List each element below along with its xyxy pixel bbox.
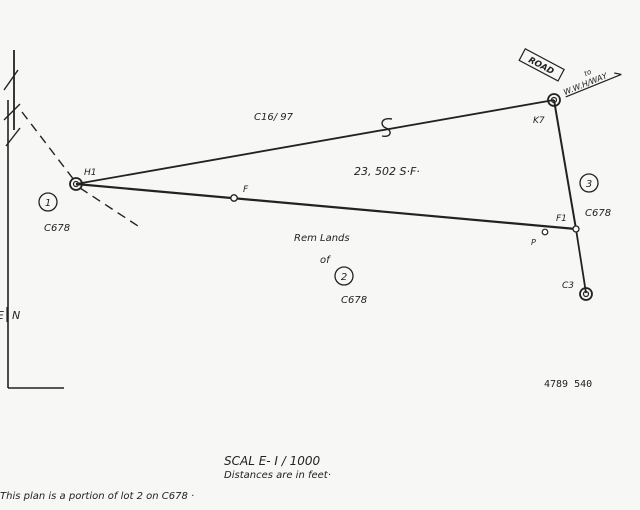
point-k7-marker [547,93,561,107]
lot-2-circle [334,266,354,286]
scale-label: SCAL E- I / 1000 [224,454,321,468]
lot-2-line1: Rem Lands [294,233,350,244]
file-number: 4789 540 [544,379,592,390]
lot-2-number: 2 [341,272,347,283]
point-h1-label: H1 [84,168,97,178]
north-arrow-tick-3 [5,127,21,147]
boundary-f1-c3 [575,228,587,294]
lot-2-line2: of [320,255,331,266]
point-f1-marker [572,225,580,233]
footer-note: This plan is a portion of lot 2 on C678 … [0,491,194,502]
lot-3-circle [579,173,599,193]
point-c3-marker [579,287,593,301]
point-p-marker [541,228,549,236]
lot-1-circle [38,192,58,212]
distances-note: Distances are in feet· [224,470,331,481]
point-f-label: F [243,185,249,195]
area-label: 23, 502 S·F· [354,165,420,178]
boundary-k7-f1 [553,99,577,230]
point-f1-label: F1 [556,214,567,224]
point-f-marker [230,194,238,202]
lot-3-ref: C678 [585,208,611,219]
boundary-h1-k7 [75,99,555,185]
lot-1-ref: C678 [44,223,70,234]
north-left-letter: E [0,309,4,322]
lot-1-number: 1 [45,198,51,209]
road-label: ROAD [526,55,555,77]
point-p-label: P [531,238,536,247]
dashed-boundary-lower [79,187,139,227]
boundary-ref-label: C16/ 97 [254,112,294,123]
boundary-h1-f1 [75,182,577,231]
road-to-label: to [583,68,593,78]
point-c3-label: C3 [562,281,574,291]
boundary-s-mark [381,118,393,138]
lot-2-ref: C678 [341,295,367,306]
north-label: N [12,309,20,322]
road-label-group: ROAD [518,48,565,82]
north-arrow-tick-2 [3,103,21,121]
north-arrow-tick-1 [3,69,19,91]
road-destination-group: to W.W.H/WAY [562,68,622,98]
point-h1-marker [69,177,83,191]
lot-3-number: 3 [586,179,592,190]
point-k7-label: K7 [533,116,545,126]
dashed-boundary-upper [21,111,75,181]
